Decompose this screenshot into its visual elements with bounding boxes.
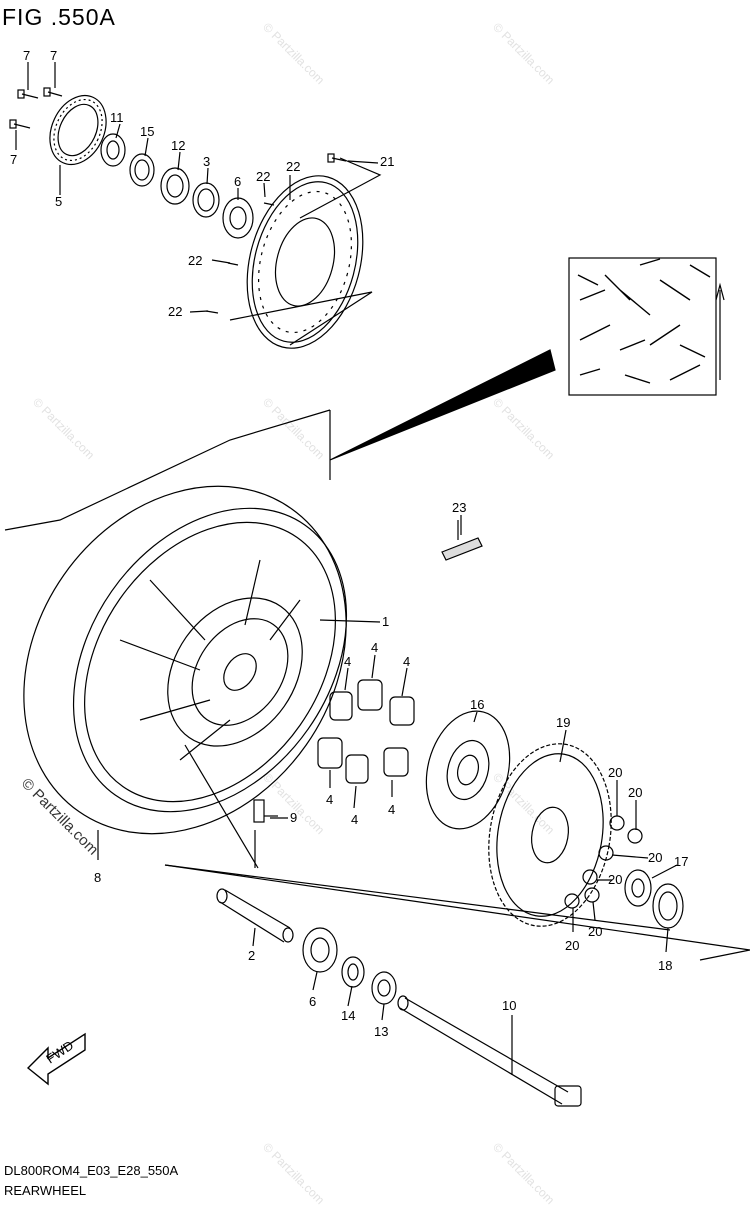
tone-ring-part-5 xyxy=(49,94,107,166)
callout-15: 15 xyxy=(140,124,154,139)
callout-23: 23 xyxy=(452,500,466,515)
rear-sprocket-part-19 xyxy=(488,743,612,927)
callout-6: 6 xyxy=(234,174,241,189)
bearing-part-12 xyxy=(160,167,190,205)
callout-10: 10 xyxy=(502,998,516,1013)
spacer-part-2 xyxy=(216,888,294,943)
bearing-part-6-top xyxy=(222,197,254,239)
callout-7: 7 xyxy=(50,48,57,63)
callout-20: 20 xyxy=(648,850,662,865)
spacer-part-11 xyxy=(100,133,126,167)
fwd-label: FWD xyxy=(43,1037,76,1066)
callout-4: 4 xyxy=(344,654,351,669)
balance-weight-part-23 xyxy=(441,520,483,561)
disc-bolts xyxy=(205,153,347,314)
callout-12: 12 xyxy=(171,138,185,153)
callout-9: 9 xyxy=(290,810,297,825)
callout-20: 20 xyxy=(608,872,622,887)
tread-pattern xyxy=(577,258,711,384)
oil-seal-part-15 xyxy=(129,153,155,187)
callout-20: 20 xyxy=(588,924,602,939)
callout-5: 5 xyxy=(55,194,62,209)
callout-7: 7 xyxy=(23,48,30,63)
figure-title: FIG .550A xyxy=(2,4,116,30)
callout-3: 3 xyxy=(203,154,210,169)
callout-17: 17 xyxy=(674,854,688,869)
callout-8: 8 xyxy=(94,870,101,885)
callout-labels: 7 7 7 5 11 15 12 3 6 22 22 21 22 22 23 1… xyxy=(10,48,688,1066)
callout-4: 4 xyxy=(326,792,333,807)
callout-22: 22 xyxy=(256,169,270,184)
callout-6: 6 xyxy=(309,994,316,1009)
callout-19: 19 xyxy=(556,715,570,730)
callout-1: 1 xyxy=(382,614,389,629)
spacer-part-14 xyxy=(341,956,365,988)
valve-part-9 xyxy=(253,799,278,823)
callout-20: 20 xyxy=(608,765,622,780)
axle-part-10 xyxy=(397,995,582,1107)
wheel-part-1 xyxy=(23,485,348,835)
bearing-part-6-bottom xyxy=(302,927,338,973)
bolt-part-7 xyxy=(9,87,63,129)
figure-name: REARWHEEL xyxy=(4,1183,87,1198)
damper-part-4 xyxy=(317,679,415,784)
callout-7: 7 xyxy=(10,152,17,167)
fwd-arrow xyxy=(26,1032,86,1086)
oil-seal-part-18 xyxy=(652,883,684,929)
callout-16: 16 xyxy=(470,697,484,712)
callout-4: 4 xyxy=(371,640,378,655)
callout-2: 2 xyxy=(248,948,255,963)
callout-22: 22 xyxy=(168,304,182,319)
callout-18: 18 xyxy=(658,958,672,973)
callout-20: 20 xyxy=(628,785,642,800)
brake-disc-part-22 xyxy=(246,175,364,349)
callout-22: 22 xyxy=(188,253,202,268)
bearing-part-17 xyxy=(624,869,652,907)
spacer-part-3 xyxy=(192,182,220,218)
callout-14: 14 xyxy=(341,1008,355,1023)
tread-inset xyxy=(568,257,717,396)
callout-4: 4 xyxy=(403,654,410,669)
callout-20: 20 xyxy=(565,938,579,953)
callout-22: 22 xyxy=(286,159,300,174)
figure-code: DL800ROM4_E03_E28_550A xyxy=(4,1163,179,1178)
callout-11: 11 xyxy=(110,110,124,125)
callout-4: 4 xyxy=(351,812,358,827)
callout-13: 13 xyxy=(374,1024,388,1039)
sprocket-carrier-part-16 xyxy=(425,710,511,830)
collar-part-13 xyxy=(371,971,397,1005)
callout-4: 4 xyxy=(388,802,395,817)
callout-21: 21 xyxy=(380,154,394,169)
